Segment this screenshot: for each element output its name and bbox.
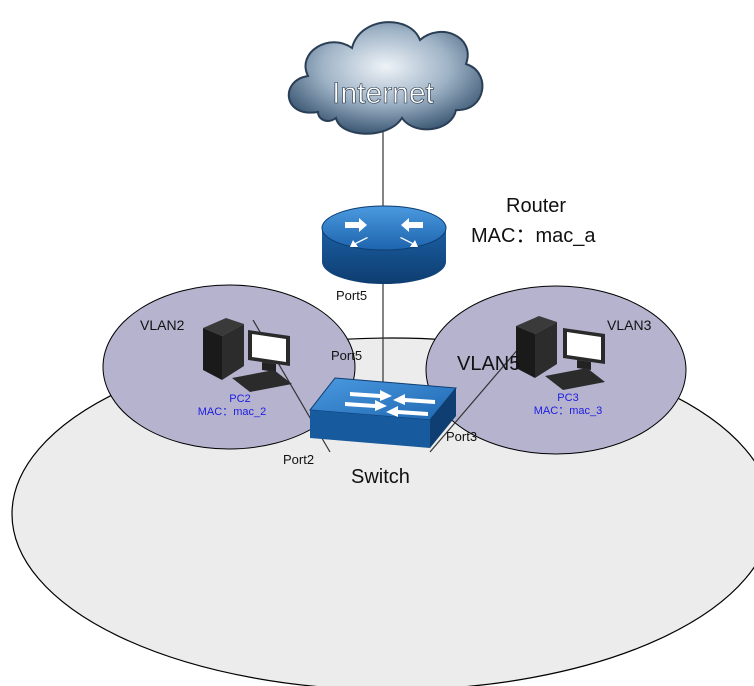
- switch-port-up-label: Port5: [331, 348, 362, 363]
- router-icon: [321, 205, 447, 284]
- pc3-name: PC3: [557, 392, 578, 404]
- router-title: Router: [506, 195, 566, 217]
- pc3-mac: MAC：mac_3: [534, 405, 602, 417]
- switch-title: Switch: [351, 466, 410, 488]
- pc2-mac: MAC：mac_2: [198, 406, 266, 418]
- vlan5-label: VLAN5: [457, 353, 520, 375]
- router-port-label: Port5: [336, 288, 367, 303]
- vlan3-area: [425, 285, 687, 455]
- router-mac: MAC：mac_a: [471, 225, 596, 247]
- vlan3-label: VLAN3: [607, 317, 652, 333]
- pc2-icon: [203, 318, 292, 392]
- internet-cloud-icon: [287, 21, 484, 135]
- internet-label: Internet: [332, 77, 434, 110]
- pc3-icon: [516, 316, 605, 390]
- switch-port-right-label: Port3: [446, 429, 477, 444]
- vlan2-label: VLAN2: [140, 317, 185, 333]
- switch-icon: [309, 377, 457, 448]
- switch-port-left-label: Port2: [283, 452, 314, 467]
- pc2-name: PC2: [229, 393, 250, 405]
